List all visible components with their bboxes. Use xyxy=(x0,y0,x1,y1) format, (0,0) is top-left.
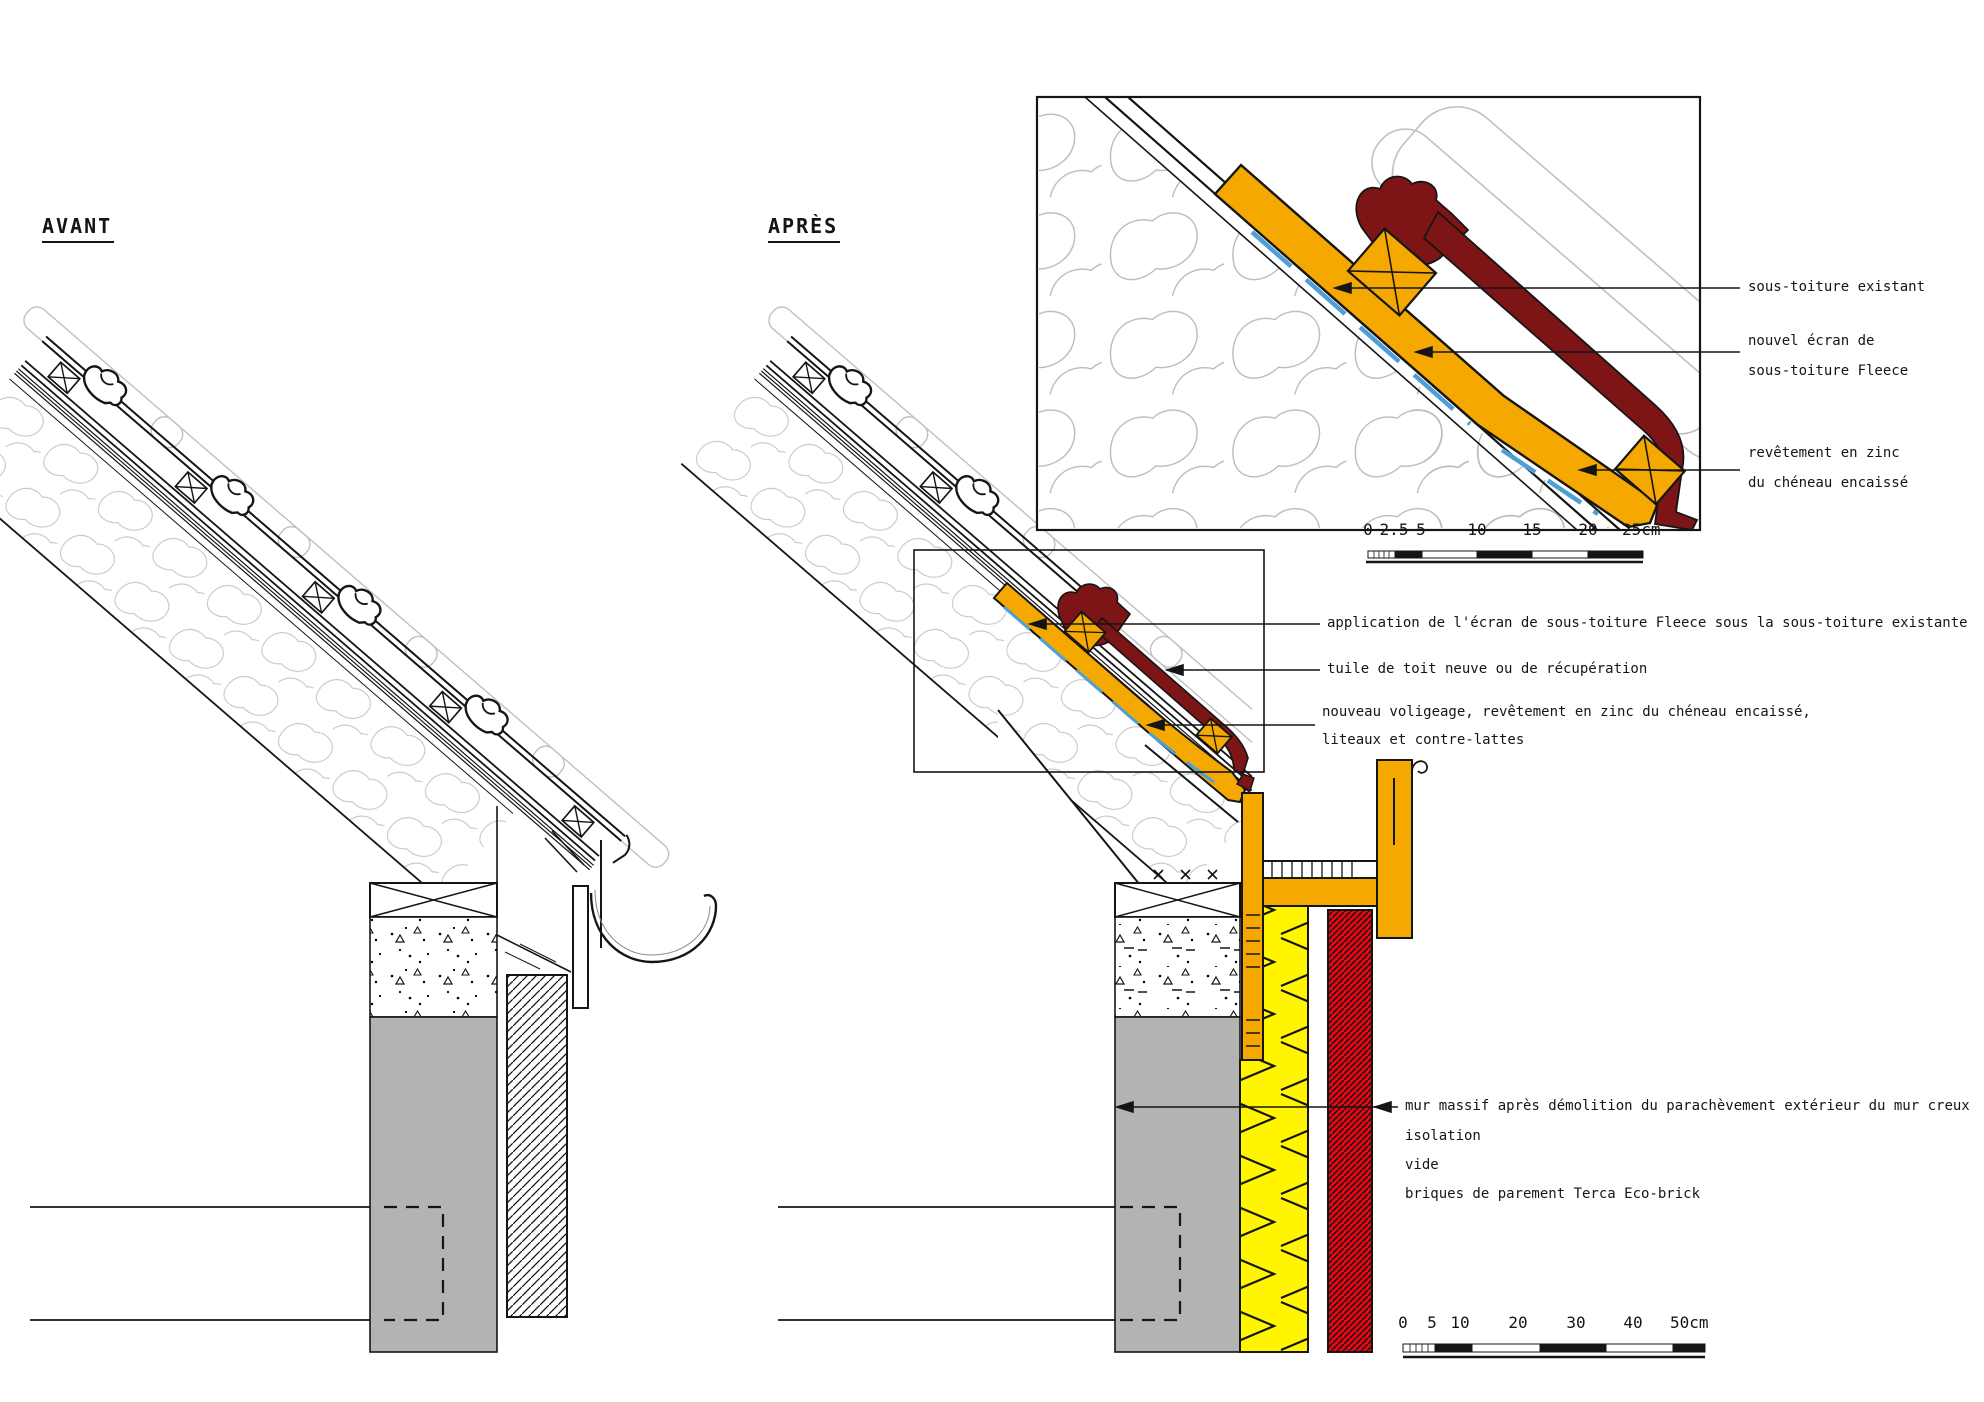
label-revetement-zinc-2: du chéneau encaissé xyxy=(1748,475,1909,491)
scale-main-tick-0: 0 xyxy=(1398,1313,1408,1332)
detail-fleece-screen xyxy=(1250,230,1472,426)
scale-detail-tick-2: 5 xyxy=(1416,520,1426,539)
label-revetement-zinc-1: revêtement en zinc xyxy=(1748,445,1900,461)
scale-detail-tick-6: 25cm xyxy=(1622,520,1661,539)
scale-main-tick-1: 5 xyxy=(1427,1313,1437,1332)
avant-beam-pocket xyxy=(384,1205,445,1322)
title-apres: APRÈS xyxy=(768,214,841,243)
label-application-ecran: application de l'écran de sous-toiture F… xyxy=(1327,615,1968,631)
scalebar-main xyxy=(1402,1343,1706,1359)
scale-main-tick-4: 30 xyxy=(1566,1313,1586,1332)
label-voligeage-2: liteaux et contre-lattes xyxy=(1322,732,1525,748)
scale-main-tick-2: 10 xyxy=(1450,1313,1470,1332)
avant-wall-section xyxy=(30,806,718,1353)
label-tuile: tuile de toit neuve ou de récupération xyxy=(1327,661,1648,677)
apres-fleece-screen xyxy=(1003,605,1226,792)
scale-main-tick-3: 20 xyxy=(1508,1313,1528,1332)
avant-roof xyxy=(0,306,670,899)
label-nouvel-ecran-2: sous-toiture Fleece xyxy=(1748,363,1909,379)
title-avant: AVANT xyxy=(42,214,115,243)
detail-voligeage-band xyxy=(1213,163,1660,529)
apres-beam-pocket xyxy=(1120,1205,1182,1322)
scale-detail-tick-1: 2.5 xyxy=(1379,520,1409,539)
apres-demolition-marks xyxy=(1153,869,1218,880)
scale-main-tick-6: 50cm xyxy=(1670,1313,1709,1332)
label-mur-massif: mur massif après démolition du parachève… xyxy=(1405,1098,1970,1114)
avant-masonry xyxy=(369,1016,498,1353)
scale-detail-tick-3: 10 xyxy=(1467,520,1487,539)
detail-box xyxy=(1035,95,1740,532)
detail-indicator-box xyxy=(913,549,1265,773)
label-sous-toiture-existant: sous-toiture existant xyxy=(1748,279,1926,295)
apres-liteaux xyxy=(1063,610,1234,755)
label-voligeage-1: nouveau voligeage, revêtement en zinc du… xyxy=(1322,704,1811,720)
scalebar-detail xyxy=(1366,550,1644,564)
detail-box-frame xyxy=(1035,95,1702,532)
scale-main-tick-5: 40 xyxy=(1623,1313,1643,1332)
label-nouvel-ecran-1: nouvel écran de xyxy=(1748,333,1875,349)
wall-leader xyxy=(1114,1100,1398,1114)
label-vide: vide xyxy=(1405,1157,1439,1173)
detail-leaders xyxy=(1332,281,1740,477)
scale-detail-tick-0: 0 xyxy=(1363,520,1373,539)
label-isolation: isolation xyxy=(1405,1128,1481,1144)
apres-wall-section xyxy=(778,549,1482,1353)
apres-voligeage-band xyxy=(992,581,1247,804)
mid-leaders xyxy=(1027,617,1320,732)
avant-gutter xyxy=(589,892,718,964)
label-briques: briques de parement Terca Eco-brick xyxy=(1405,1186,1701,1202)
scale-detail-tick-5: 20 xyxy=(1578,520,1598,539)
apres-masonry xyxy=(1114,1016,1241,1353)
scale-detail-tick-4: 15 xyxy=(1522,520,1542,539)
